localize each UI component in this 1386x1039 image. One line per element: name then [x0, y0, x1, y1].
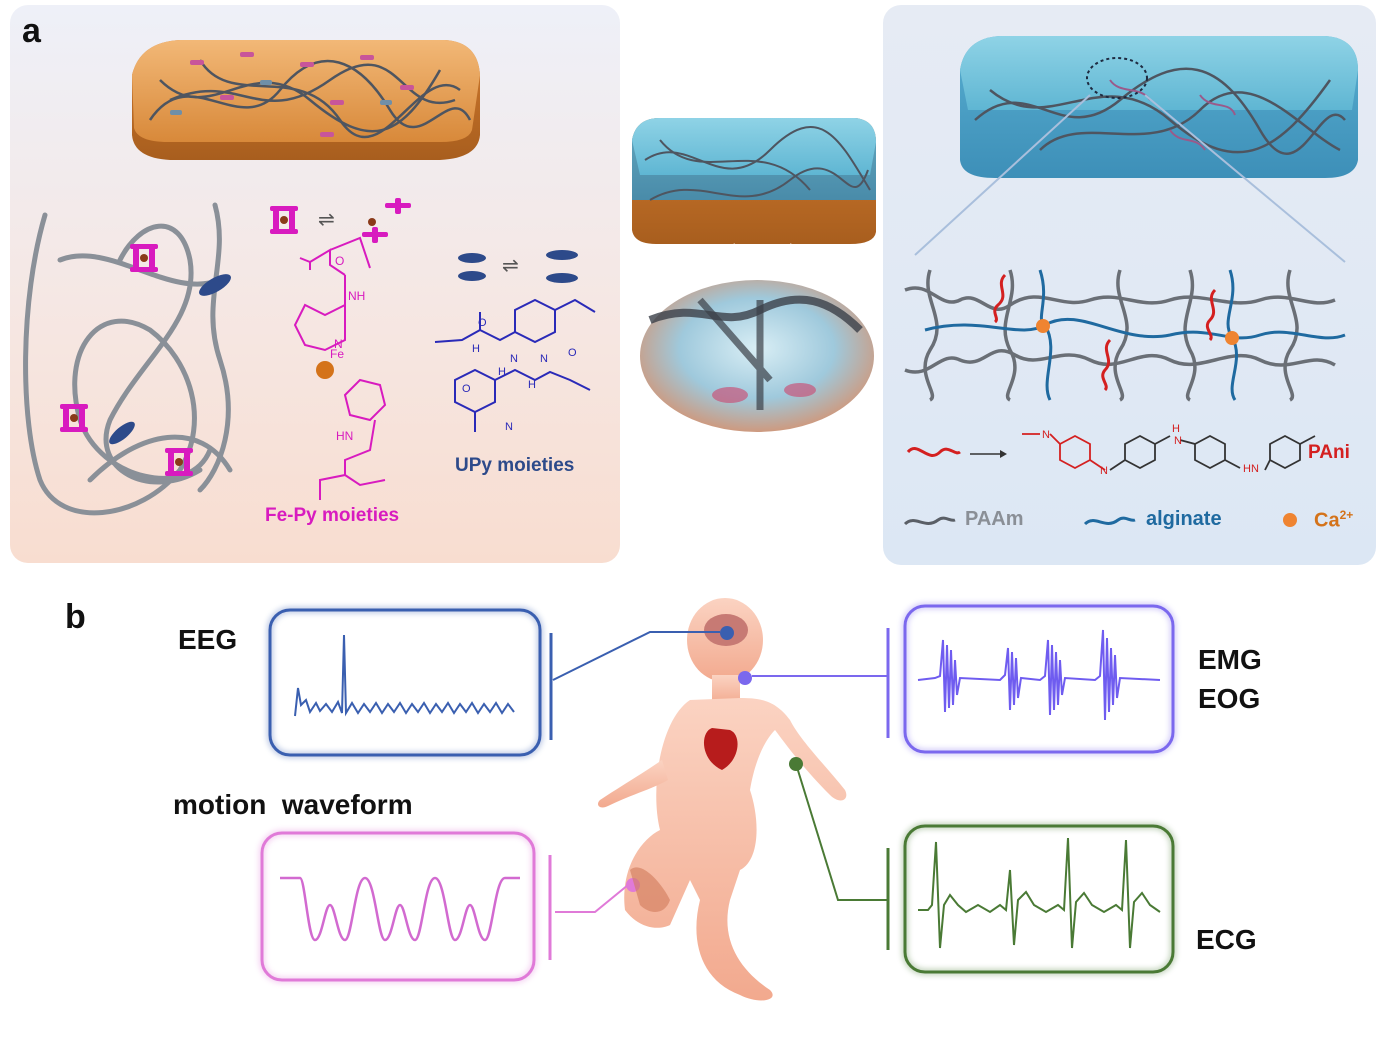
svg-text:HN: HN	[1243, 463, 1259, 475]
svg-text:N: N	[510, 353, 518, 365]
svg-text:H: H	[1172, 423, 1180, 435]
panel-b-label: b	[65, 598, 86, 636]
upy-equilibrium: ⇌	[458, 250, 578, 283]
panel-a-label: a	[22, 12, 41, 50]
orange-hydrogel-block	[132, 40, 480, 160]
composite-hydrogel-block	[632, 118, 876, 244]
pani-structure: N N H N HN	[906, 423, 1316, 477]
svg-text:N: N	[1042, 429, 1050, 441]
ecg-label: ECG	[1196, 924, 1257, 955]
svg-text:O: O	[478, 317, 487, 329]
motion-signal-box	[259, 830, 552, 983]
paam-alginate-network	[904, 269, 1346, 402]
polymer-network-diagram	[23, 202, 233, 516]
legend-alginate-swatch	[1083, 516, 1136, 526]
upy-structure	[434, 298, 596, 432]
ecg-signal-box	[886, 823, 1176, 975]
eeg-signal-box	[267, 607, 553, 758]
fe-py-caption: Fe-Py moieties	[265, 505, 400, 526]
fe-py-equilibrium: ⇌	[270, 198, 411, 243]
eog-label: EOG	[1198, 683, 1261, 714]
svg-text:O: O	[568, 347, 577, 359]
pani-label: PAni	[1308, 442, 1350, 463]
chem-o-label: O	[335, 254, 344, 268]
fe-py-structure	[293, 236, 387, 500]
svg-text:N: N	[540, 353, 548, 365]
motion-waveform-label: motion waveform	[173, 789, 413, 820]
ecg-connector	[795, 763, 888, 901]
emg-label: EMG	[1198, 644, 1262, 675]
interface-zoom-lens	[640, 280, 874, 432]
motion-connector	[555, 884, 629, 913]
svg-text:N: N	[505, 421, 513, 433]
chem-fe-label: Fe	[330, 347, 344, 361]
legend-paam-swatch	[903, 516, 956, 526]
legend-ca-label: Ca2+	[1314, 508, 1354, 532]
upy-caption: UPy moieties	[455, 455, 575, 476]
svg-text:⇌: ⇌	[502, 253, 519, 277]
svg-text:N: N	[1174, 435, 1182, 447]
svg-text:H: H	[528, 379, 536, 391]
fe-py-crosslink-icons	[60, 244, 193, 476]
chem-nh-label: NH	[348, 289, 365, 303]
svg-text:H: H	[498, 366, 506, 378]
chem-n-label: N	[334, 337, 343, 351]
svg-text:N: N	[1100, 465, 1108, 477]
fe-ion-icon	[316, 361, 334, 379]
svg-text:⇌: ⇌	[318, 207, 335, 231]
legend-alginate-label: alginate	[1146, 508, 1222, 530]
upy-atom-labels: H N N O O O H H N	[462, 317, 577, 433]
eeg-connector	[552, 631, 720, 681]
eeg-label: EEG	[178, 624, 238, 655]
emg-signal-box	[886, 603, 1176, 755]
legend-paam-label: PAAm	[965, 508, 1024, 530]
zoom-guide-lines-right	[914, 94, 1346, 263]
human-body-figure	[597, 598, 847, 1001]
zoom-guide-lines	[647, 243, 871, 301]
svg-text:H: H	[472, 343, 480, 355]
upy-crosslink-icons	[109, 274, 231, 445]
legend-ca-swatch	[1283, 513, 1297, 527]
chem-hn-label: HN	[336, 429, 353, 443]
svg-text:O: O	[462, 383, 471, 395]
